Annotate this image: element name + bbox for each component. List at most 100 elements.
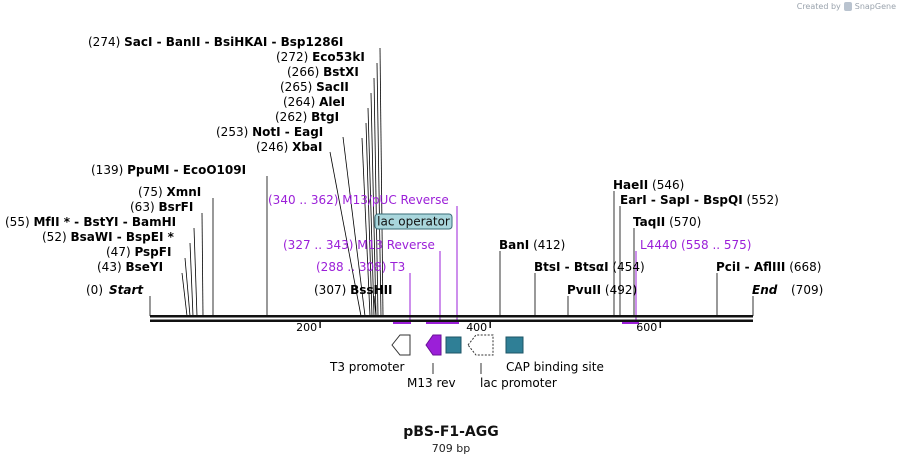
enzyme-position: (546) bbox=[648, 178, 684, 192]
enzyme-name: NotI - EagI bbox=[252, 125, 323, 139]
cap-binding-site-box-icon[interactable] bbox=[505, 336, 524, 354]
end-position: (709) bbox=[791, 283, 823, 297]
lac-operator-feature[interactable]: lac operator bbox=[374, 213, 453, 230]
enzyme-name: EarI - SapI - BspQI bbox=[620, 193, 743, 207]
primer-labels: (340 .. 362) M13/pUC Reverse (327 .. 343)… bbox=[268, 193, 751, 274]
m13-rev-arrow-icon[interactable] bbox=[425, 334, 442, 356]
enzyme-name: AleI bbox=[319, 95, 345, 109]
enzyme-site-label[interactable]: (75) XmnI bbox=[138, 185, 201, 199]
enzyme-name: PspFI bbox=[134, 245, 171, 259]
enzyme-position: (75) bbox=[138, 185, 166, 199]
primer-name: M13/pUC Reverse bbox=[342, 193, 449, 207]
enzyme-site-label[interactable]: EarI - SapI - BspQI (552) bbox=[620, 193, 779, 207]
enzyme-site-label[interactable]: (266) BstXI bbox=[287, 65, 359, 79]
enzyme-site-label[interactable]: (274) SacI - BanII - BsiHKAI - Bsp1286I bbox=[88, 35, 343, 49]
snapgene-logo-icon bbox=[843, 2, 852, 11]
enzyme-site-label[interactable]: (246) XbaI bbox=[256, 140, 323, 154]
enzyme-position: (454) bbox=[609, 260, 645, 274]
enzyme-position: (43) bbox=[97, 260, 125, 274]
enzyme-site-label[interactable]: (63) BsrFI bbox=[130, 200, 193, 214]
credit-text: Created by bbox=[796, 2, 841, 11]
m13-rev-label: M13 rev bbox=[407, 376, 456, 390]
enzyme-site-label[interactable]: (52) BsaWI - BspEI * bbox=[42, 230, 175, 244]
primer-name: M13 Reverse bbox=[357, 238, 435, 252]
enzyme-site-label[interactable]: (307) BssHII bbox=[314, 283, 393, 297]
t3-promoter-arrow-icon[interactable] bbox=[391, 334, 411, 356]
t3-promoter-label: T3 promoter bbox=[329, 360, 405, 374]
enzyme-labels: (274) SacI - BanII - BsiHKAI - Bsp1286I(… bbox=[5, 35, 822, 297]
primer-name: T3 bbox=[389, 260, 405, 274]
enzyme-site-label[interactable]: BtsI - BtsαI (454) bbox=[534, 260, 645, 274]
enzyme-name: BtsI - BtsαI bbox=[534, 260, 609, 274]
enzyme-position: (552) bbox=[743, 193, 779, 207]
enzyme-name: BanI bbox=[499, 238, 529, 252]
cap-binding-site-label: CAP binding site bbox=[506, 360, 604, 374]
enzyme-site-label[interactable]: BanI (412) bbox=[499, 238, 565, 252]
primer-bars bbox=[393, 322, 639, 324]
sequence-ends: (0) Start End (709) bbox=[86, 283, 823, 297]
enzyme-site-label[interactable]: (253) NotI - EagI bbox=[216, 125, 323, 139]
enzyme-position: (307) bbox=[314, 283, 350, 297]
enzyme-position: (272) bbox=[276, 50, 312, 64]
enzyme-name: XmnI bbox=[166, 185, 201, 199]
enzyme-name: MfII * - BstYI - BamHI bbox=[33, 215, 176, 229]
primer-name: L4440 bbox=[640, 238, 681, 252]
enzyme-site-label[interactable]: PciI - AflIII (668) bbox=[716, 260, 822, 274]
enzyme-site-label[interactable]: PvuII (492) bbox=[567, 283, 637, 297]
tick-label: 600 bbox=[636, 321, 657, 334]
enzyme-name: PvuII bbox=[567, 283, 601, 297]
enzyme-name: BsrFI bbox=[158, 200, 193, 214]
enzyme-site-label[interactable]: (272) Eco53kI bbox=[276, 50, 365, 64]
primer-label[interactable]: (327 .. 343) M13 Reverse bbox=[283, 238, 435, 252]
enzyme-site-label[interactable]: TaqII (570) bbox=[633, 215, 701, 229]
enzyme-name: HaeII bbox=[613, 178, 648, 192]
tick-label: 400 bbox=[466, 321, 487, 334]
end-label: End bbox=[752, 283, 778, 297]
enzyme-name: PpuMI - EcoO109I bbox=[127, 163, 246, 177]
enzyme-position: (246) bbox=[256, 140, 292, 154]
tick-label: 200 bbox=[296, 321, 317, 334]
enzyme-position: (274) bbox=[88, 35, 124, 49]
primer-label[interactable]: L4440 (558 .. 575) bbox=[640, 238, 751, 252]
enzyme-name: BstXI bbox=[323, 65, 359, 79]
primer-leader-lines bbox=[409, 206, 637, 323]
feature-track: T3 promoter M13 rev lac promoter CAP bin… bbox=[329, 334, 604, 390]
primer-label[interactable]: (340 .. 362) M13/pUC Reverse bbox=[268, 193, 449, 207]
enzyme-position: (570) bbox=[665, 215, 701, 229]
enzyme-position: (139) bbox=[91, 163, 127, 177]
enzyme-position: (266) bbox=[287, 65, 323, 79]
lac-operator-label: lac operator bbox=[377, 215, 450, 229]
enzyme-position: (253) bbox=[216, 125, 252, 139]
enzyme-site-label[interactable]: (43) BseYI bbox=[97, 260, 163, 274]
enzyme-leader-lines bbox=[149, 47, 754, 317]
start-position: (0) bbox=[86, 283, 103, 297]
coordinate-ticks: 200 400 600 bbox=[296, 321, 662, 334]
enzyme-position: (55) bbox=[5, 215, 33, 229]
enzyme-name: PciI - AflIII bbox=[716, 260, 785, 274]
lac-promoter-arrow-icon[interactable] bbox=[467, 334, 494, 356]
enzyme-position: (668) bbox=[785, 260, 821, 274]
enzyme-site-label[interactable]: HaeII (546) bbox=[613, 178, 684, 192]
enzyme-site-label[interactable]: (262) BtgI bbox=[275, 110, 339, 124]
enzyme-position: (52) bbox=[42, 230, 70, 244]
snapgene-credit: Created by SnapGene bbox=[797, 2, 896, 11]
enzyme-position: (492) bbox=[601, 283, 637, 297]
sequence-backbone bbox=[150, 315, 753, 322]
lac-operator-box-icon[interactable] bbox=[445, 336, 462, 354]
enzyme-site-label[interactable]: (265) SacII bbox=[280, 80, 349, 94]
enzyme-name: BssHII bbox=[350, 283, 392, 297]
enzyme-site-label[interactable]: (139) PpuMI - EcoO109I bbox=[91, 163, 246, 177]
primer-range: (327 .. 343) bbox=[283, 238, 357, 252]
primer-label[interactable]: (288 .. 308) T3 bbox=[316, 260, 405, 274]
enzyme-site-label[interactable]: (55) MfII * - BstYI - BamHI bbox=[5, 215, 176, 229]
primer-range: (340 .. 362) bbox=[268, 193, 342, 207]
lac-promoter-label: lac promoter bbox=[480, 376, 557, 390]
enzyme-site-label[interactable]: (264) AleI bbox=[283, 95, 345, 109]
enzyme-name: Eco53kI bbox=[312, 50, 365, 64]
enzyme-position: (412) bbox=[529, 238, 565, 252]
enzyme-site-label[interactable]: (47) PspFI bbox=[106, 245, 171, 259]
enzyme-name: SacI - BanII - BsiHKAI - Bsp1286I bbox=[124, 35, 343, 49]
enzyme-name: BsaWI - BspEI * bbox=[70, 230, 174, 244]
map-title: pBS-F1-AGG bbox=[403, 424, 499, 440]
